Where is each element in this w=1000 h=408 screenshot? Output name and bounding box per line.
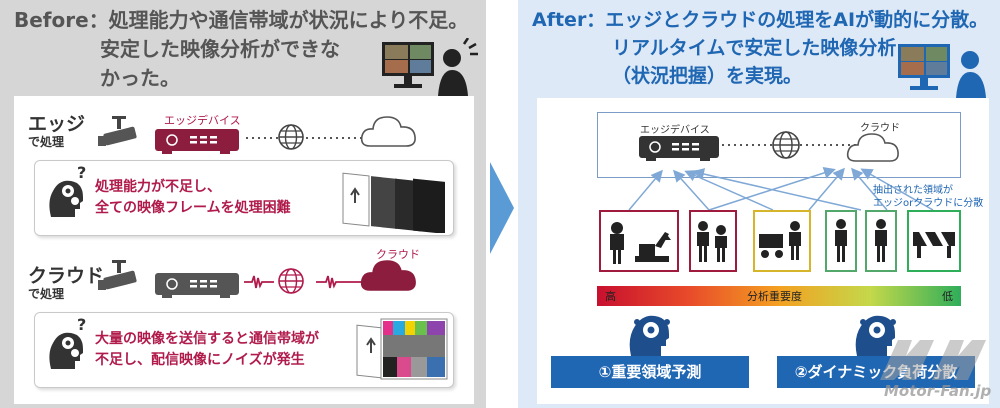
after-panel: After：エッジとクラウドの処理をAIが動的に分散。 リアルタイムで安定した映… bbox=[518, 0, 1000, 408]
region-box-barrier bbox=[907, 210, 961, 272]
cloud-label-small: で処理 bbox=[28, 287, 65, 301]
cloud-label: クラウド bbox=[376, 248, 420, 261]
edge-connection-line bbox=[246, 137, 366, 139]
cloud-processing-label: クラウド で処理 bbox=[28, 266, 104, 302]
high-label: 高 bbox=[605, 290, 616, 303]
distribution-arrows bbox=[628, 167, 934, 211]
after-cloud-label: クラウド bbox=[860, 123, 900, 134]
security-camera-icon bbox=[98, 116, 137, 146]
noisy-video-frames bbox=[356, 318, 448, 380]
low-label: 低 bbox=[942, 290, 953, 303]
before-to-after-arrow-icon bbox=[490, 162, 514, 254]
importance-gradient-bar: 高 分析重要度 低 bbox=[597, 286, 961, 306]
region-box-cart bbox=[753, 210, 811, 272]
barrier-icon bbox=[913, 232, 955, 258]
cloud-icon bbox=[360, 260, 416, 291]
region-box-person bbox=[825, 210, 857, 272]
cloud-label-big: クラウド bbox=[28, 265, 105, 287]
before-headline-line2: 安定した映像分析ができな bbox=[100, 37, 340, 61]
edge-reason-box: ? 処理能力が不足し、 全ての映像フレームを処理困難 bbox=[34, 160, 454, 236]
person-icon bbox=[835, 219, 847, 262]
globe-icon bbox=[278, 268, 304, 294]
ai-head-icon bbox=[855, 315, 896, 356]
extract-note: 抽出された領域が エッジorクラウドに分散 bbox=[873, 184, 983, 210]
region-box-worker bbox=[865, 210, 897, 272]
edge-label-small: で処理 bbox=[28, 135, 65, 149]
worker-excavator-icon bbox=[610, 222, 671, 264]
before-headline-line1: ：処理能力や通信帯域が状況により不足。 bbox=[88, 8, 469, 32]
cloud-reason-line2: 不足し、配信映像にノイズが発生 bbox=[95, 352, 305, 368]
before-label: Before bbox=[14, 8, 89, 32]
workers-icon bbox=[697, 221, 727, 262]
globe-icon bbox=[772, 131, 800, 159]
security-camera-icon bbox=[98, 260, 137, 290]
worried-operator-illustration bbox=[382, 38, 478, 96]
after-headline: After：エッジとクラウドの処理をAIが動的に分散。 リアルタイムで安定した映… bbox=[532, 6, 988, 90]
svg-text:?: ? bbox=[77, 163, 86, 181]
globe-icon bbox=[278, 124, 304, 150]
importance-label: 分析重要度 bbox=[747, 290, 802, 303]
edge-device-icon bbox=[639, 136, 719, 161]
question-mark-icon: ? bbox=[77, 315, 86, 333]
cloud-reason-line1: 大量の映像を送信すると通信帯域が bbox=[95, 331, 319, 347]
region-box-worker-excavator bbox=[599, 210, 679, 272]
operator-illustration bbox=[898, 44, 986, 98]
after-headline-line2: リアルタイムで安定した映像分析 bbox=[612, 37, 897, 59]
edge-cloud-network-box: エッジデバイス クラウド bbox=[597, 112, 961, 178]
edge-processing-label: エッジ で処理 bbox=[28, 114, 85, 150]
edge-device-icon bbox=[155, 273, 239, 298]
before-headline-line3: かった。 bbox=[100, 66, 180, 90]
ai-head-icon bbox=[629, 315, 670, 356]
edge-device-icon bbox=[155, 129, 239, 154]
feature-important-region-prediction: ①重要領域予測 bbox=[551, 356, 749, 388]
region-box-workers bbox=[689, 210, 737, 272]
cloud-icon bbox=[360, 116, 416, 147]
before-panel: Before：処理能力や通信帯域が状況により不足。 安定した映像分析ができな か… bbox=[0, 0, 486, 408]
cloud-icon bbox=[846, 133, 899, 162]
extract-note-line2: エッジorクラウドに分散 bbox=[873, 198, 984, 209]
question-mark-icon: ? bbox=[77, 163, 86, 181]
video-frames-stack bbox=[342, 172, 445, 233]
before-content-area: エッジ で処理 エッジデバイス bbox=[14, 96, 474, 404]
after-headline-line3: （状況把握）を実現。 bbox=[612, 65, 803, 87]
edge-device-label: エッジデバイス bbox=[164, 114, 241, 127]
noisy-connection-line bbox=[244, 275, 368, 289]
edge-reason-line2: 全ての映像フレームを処理困難 bbox=[95, 200, 291, 216]
edge-label-big: エッジ bbox=[28, 113, 86, 135]
thinking-head-icon bbox=[49, 332, 83, 369]
motorfan-logo-watermark bbox=[880, 340, 986, 380]
thinking-head-icon bbox=[49, 180, 83, 217]
cart-worker-icon bbox=[759, 221, 801, 260]
after-edge-device-label: エッジデバイス bbox=[640, 125, 710, 136]
edge-reason-line1: 処理能力が不足し、 bbox=[95, 179, 221, 195]
before-headline: Before：処理能力や通信帯域が状況により不足。 安定した映像分析ができな か… bbox=[14, 6, 468, 93]
watermark-text: Motor-Fan.jp bbox=[884, 382, 992, 400]
worker-icon bbox=[875, 219, 887, 262]
after-headline-line1: After：エッジとクラウドの処理をAIが動的に分散。 bbox=[532, 9, 989, 31]
cloud-reason-box: ? 大量の映像を送信すると通信帯域が 不足し、配信映像にノイズが発生 bbox=[34, 312, 454, 388]
extract-note-line1: 抽出された領域が bbox=[873, 185, 953, 196]
svg-text:?: ? bbox=[77, 315, 86, 333]
